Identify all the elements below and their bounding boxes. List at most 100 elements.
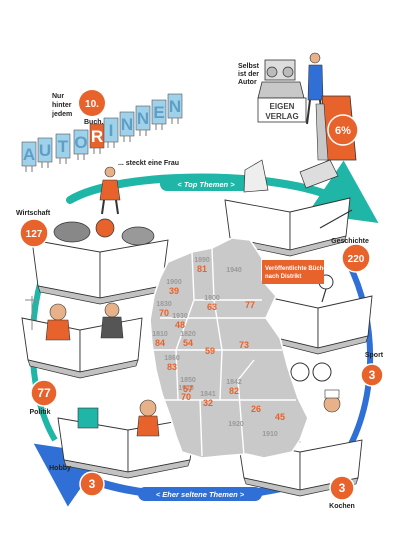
letter-tile-text: O [74, 133, 87, 152]
district-count: 70 [159, 308, 169, 318]
intro-rank-badge [79, 90, 105, 116]
sign-line-2: VERLAG [265, 112, 298, 121]
craftsman-icon [139, 399, 157, 417]
topic-name: Wirtschaft [16, 210, 51, 217]
intro-line-1: Nur [52, 93, 64, 100]
eigenverlag-sign: EIGEN VERLAG [257, 97, 307, 123]
letter-tile: I [103, 117, 119, 148]
sign-line-1: EIGEN [270, 102, 295, 111]
letter-tile: T [55, 133, 71, 164]
chef-icon [323, 395, 341, 413]
district-year: 1830 [156, 301, 172, 308]
district-year: 1800 [204, 295, 220, 302]
topic-badges: 127Wirtschaft220Geschichte3Sport77Politi… [16, 210, 384, 510]
topic-count: 3 [369, 368, 376, 382]
selfpub-count: 6% [335, 125, 351, 137]
district-year: 1820 [180, 331, 196, 338]
district-count: 73 [239, 340, 249, 350]
letter-tile: U [37, 137, 53, 168]
politician-man-icon [104, 302, 120, 318]
intro-tail: ... steckt eine Frau [118, 160, 179, 167]
district: 26 [251, 404, 261, 414]
money-bag-icon [95, 218, 115, 238]
district-year: 1842 [226, 379, 242, 386]
map-legend-line-1: Veröffentlichte Bücher [265, 266, 330, 272]
topic-badge-circle [19, 218, 49, 248]
horse-rider-icon [299, 159, 339, 189]
district: 1910 [262, 431, 278, 438]
top-themes-pill [160, 177, 252, 191]
letter-tile: N [119, 111, 135, 142]
letter-tile-text: N [137, 109, 149, 128]
quill-icon [319, 209, 353, 229]
wind-turbine-icon [25, 296, 39, 330]
topic-count: 3 [89, 477, 96, 491]
topic-badge-circle [341, 243, 371, 273]
topic-name: Sport [365, 352, 384, 359]
selfpub-line-3: Autor [238, 79, 257, 86]
book-geschichte [224, 159, 353, 257]
map-legend-line-2: nach Distrikt [265, 274, 301, 280]
district-count: 84 [155, 338, 165, 348]
letter-tile-text: U [39, 141, 51, 160]
intro-line-2: hinter [52, 102, 72, 109]
district-count: 48 [175, 320, 185, 330]
politician-woman-icon [49, 303, 67, 321]
topic-name: Hobby [49, 465, 71, 472]
printer-man-icon [306, 52, 324, 125]
district-year: 1910 [262, 431, 278, 438]
district-count: 59 [205, 346, 215, 356]
district-count: 70 [181, 392, 191, 402]
topic-name: Kochen [329, 503, 355, 510]
district-year: 1860 [164, 355, 180, 362]
topic-count: 127 [26, 229, 43, 240]
selfpub-badge [327, 114, 359, 146]
letter-tile: O [73, 129, 89, 160]
sewing-machine-icon [77, 407, 99, 429]
district: 59 [205, 346, 215, 356]
map-outline [149, 237, 309, 459]
district-count: 26 [251, 404, 261, 414]
district-count: 45 [275, 412, 285, 422]
district: 77 [245, 300, 255, 310]
topic-count: 220 [348, 254, 365, 265]
letter-tile-text: N [169, 97, 181, 116]
district-count: 39 [169, 286, 179, 296]
letter-tile: N [167, 93, 183, 124]
topic-badge-circle [360, 363, 384, 387]
district-year: 1920 [228, 421, 244, 428]
bicycle-wheel-icon [290, 362, 310, 382]
district-year: 1841 [200, 391, 216, 398]
ring-bottom-arrowhead [33, 443, 105, 507]
district-year: 1850 [180, 377, 196, 384]
district-count: 57 [183, 384, 193, 394]
intro-word: Buch... [84, 119, 107, 126]
district-year: 1930 [172, 313, 188, 320]
letter-tile-text: N [121, 115, 133, 134]
topic-name: Geschichte [331, 238, 369, 245]
intro-rank: 10. [85, 99, 99, 110]
topic-badge: 3 Hobby [49, 465, 105, 497]
printing-press-icon [257, 59, 305, 99]
district-year: 1900 [166, 279, 182, 286]
letter-tile: R [89, 123, 105, 154]
letter-tile-text: R [91, 127, 103, 146]
district: 73 [239, 340, 249, 350]
letter-tile-text: I [109, 121, 114, 140]
rare-themes-pill [138, 487, 262, 501]
topic-badge-circle [79, 471, 105, 497]
woman-figure-icon [99, 166, 121, 215]
